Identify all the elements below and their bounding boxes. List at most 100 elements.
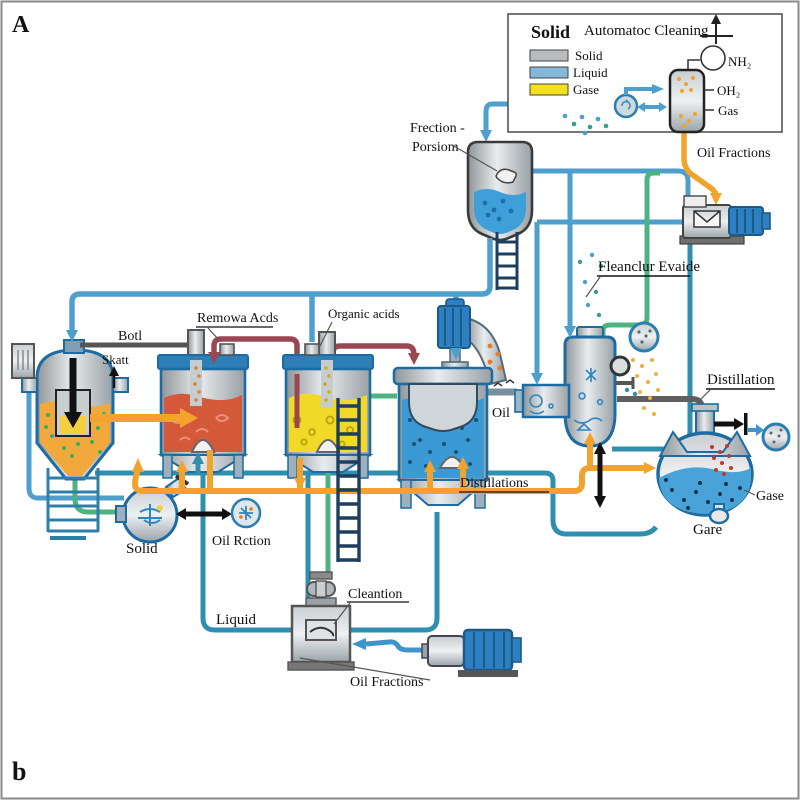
svg-text:Remowa Acds: Remowa Acds xyxy=(197,311,278,326)
top-pump-machine xyxy=(679,193,771,245)
pipe-teal-header xyxy=(95,470,659,537)
maroon-arrowhead-1 xyxy=(208,352,220,364)
panel-label-top: A xyxy=(12,12,30,38)
black-bar xyxy=(744,413,748,435)
panel-label-bottom: b xyxy=(12,757,26,786)
tank6-liquid xyxy=(659,467,751,514)
arrow-into-tank4 xyxy=(450,348,462,360)
frection-vessel xyxy=(466,140,534,290)
vessel-5 xyxy=(514,252,660,448)
pipe-legend-frection xyxy=(483,101,614,130)
svg-text:Oil Fractions: Oil Fractions xyxy=(350,675,424,690)
legend-subtitle: Automatoc Cleaning xyxy=(584,23,709,39)
legend-swatch-gase xyxy=(529,83,569,96)
machine-top-box xyxy=(683,195,707,208)
black-double-arrow-vertical xyxy=(594,442,606,508)
label-cleantion: Cleantion xyxy=(333,587,409,625)
pipe-pump-cleantion xyxy=(365,639,430,653)
tank6-collar xyxy=(658,430,752,457)
tank1-ladder xyxy=(46,468,100,533)
vessel-particles xyxy=(677,76,697,128)
center-ladder xyxy=(336,398,361,562)
pipe-frection-machine xyxy=(532,168,691,197)
label-distillation: Distillation xyxy=(699,372,775,401)
tank-2 xyxy=(157,329,249,479)
tank2-rim xyxy=(157,354,249,370)
tank3-tube-dots xyxy=(323,366,331,402)
pump-head xyxy=(427,635,465,667)
legend-label-liquid: Liquid xyxy=(573,65,608,80)
orange-circuit xyxy=(90,408,656,494)
pipe-maroon-1 xyxy=(211,336,300,428)
label-solid-flask: Solid xyxy=(126,541,158,557)
faucet-icon xyxy=(495,168,517,184)
tank3-tube-lower xyxy=(321,360,333,408)
gas-ball xyxy=(761,422,791,452)
pump-vessel-pipe xyxy=(624,87,652,95)
label-liquid: Liquid xyxy=(216,612,256,628)
tank4-flange xyxy=(392,366,494,386)
gas-label: Gas xyxy=(718,103,738,118)
tank1-shaft-arrow xyxy=(64,412,82,428)
frection-dots xyxy=(482,198,514,222)
ball-dots xyxy=(637,329,652,344)
arrow-into-frection xyxy=(480,130,492,142)
legend-swatch-solid xyxy=(529,49,569,62)
pipe-tank1-drain xyxy=(72,478,122,515)
arrow-into-vessel xyxy=(652,84,664,94)
svg-text:Organic acids: Organic acids xyxy=(328,306,400,321)
vessel5-porthole xyxy=(609,355,631,377)
tank4-duct xyxy=(464,316,508,386)
label-oil: Oil xyxy=(492,406,510,421)
cleantion-window xyxy=(305,619,337,641)
legend-box xyxy=(507,13,783,133)
tank2-tube-dots xyxy=(193,366,201,402)
nh2-label: NH₂ xyxy=(728,54,751,69)
arrow-into-vessel5-box xyxy=(531,373,543,385)
arrow-up-tank2 xyxy=(192,452,204,464)
label-distillations: Distillations xyxy=(459,476,549,493)
tank-3 xyxy=(282,331,374,479)
bird-marks xyxy=(493,379,515,387)
pipe-main-blue-header xyxy=(69,238,493,336)
tank6-dots xyxy=(664,478,742,510)
vessel5-sketches xyxy=(529,368,604,431)
legend: Solid Automatoc Cleaning Solid Liquid Ga… xyxy=(507,13,783,136)
label-gase: Gase xyxy=(743,489,784,504)
label-fleanclur: Fleanclur Evaide xyxy=(585,259,700,298)
bubble-ball xyxy=(628,321,660,353)
tank3-stub xyxy=(304,343,320,356)
label-organic: Organic acids xyxy=(319,306,400,347)
cleantion-machine xyxy=(287,571,355,671)
cleantion-body xyxy=(290,604,352,664)
label-oil-fractions-bottom: Oil Fractions xyxy=(299,657,431,690)
label-oil-rction: Oil Rction xyxy=(212,534,271,549)
svg-text:Distillation: Distillation xyxy=(707,372,775,388)
legend-title: Solid xyxy=(531,22,570,42)
pipe-yellow-top xyxy=(681,127,719,197)
tank4-bowl xyxy=(408,383,478,432)
arrow-into-cleantion xyxy=(352,638,366,650)
tank6-bottom-stub xyxy=(708,507,730,525)
bubble-cluster-legend xyxy=(562,113,609,136)
nh2-circle xyxy=(700,45,726,71)
label-frection: Frection - Porsiom xyxy=(410,121,498,172)
nh2-connector xyxy=(687,59,700,72)
legend-label-solid: Solid xyxy=(575,48,603,63)
arrow-into-vessel5-top xyxy=(564,326,576,338)
bubble-cluster-fleanclur xyxy=(577,252,604,318)
arrow-into-tank1 xyxy=(66,330,78,342)
frection-liquid xyxy=(474,189,526,234)
legend-swatch-liquid xyxy=(529,66,569,79)
legend-label-gase: Gase xyxy=(573,82,599,97)
double-arrow-right xyxy=(659,102,667,112)
frection-ladder xyxy=(495,232,519,290)
label-oil-fractions-top: Oil Fractions xyxy=(697,146,771,161)
legend-pump-icon xyxy=(613,93,639,119)
label-skatt: Skatt xyxy=(102,352,129,367)
tank3-cone xyxy=(282,454,374,473)
label-remowa: Remowa Acds xyxy=(196,311,278,341)
tank4-spray-dots xyxy=(487,343,503,371)
maroon-arrowhead-2 xyxy=(408,353,420,365)
